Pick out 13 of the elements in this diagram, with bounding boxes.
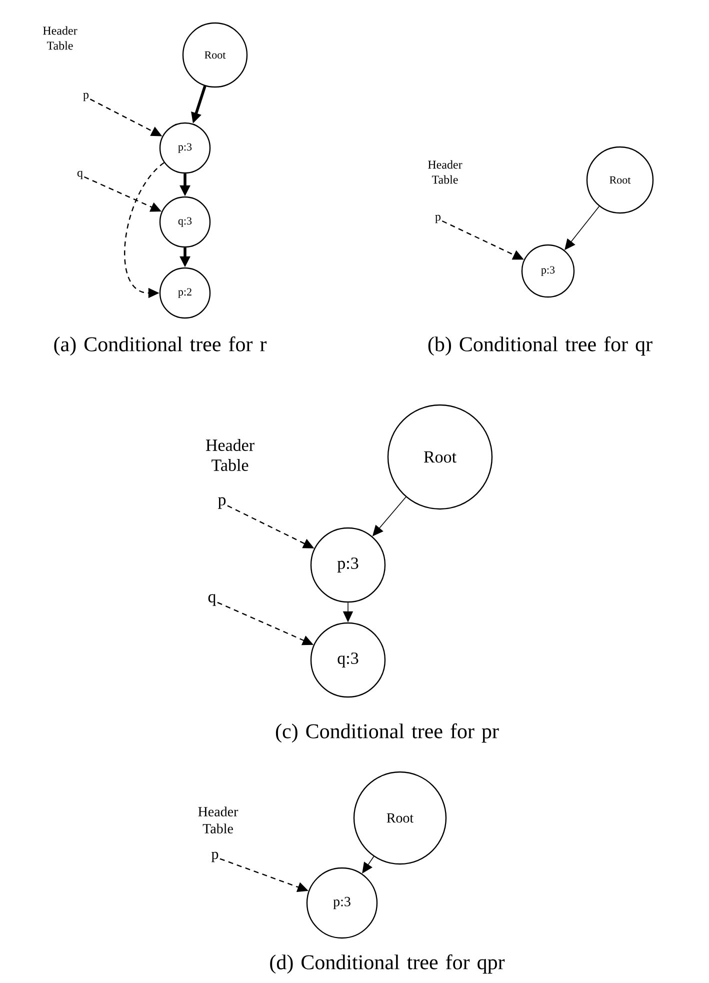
item-label: q bbox=[208, 594, 216, 606]
item-label: p bbox=[83, 92, 89, 102]
header-table-label: Header Table bbox=[206, 439, 254, 471]
caption: (b) Conditional tree for qr bbox=[428, 336, 652, 356]
header-table-label: Header Table bbox=[43, 26, 78, 50]
header-table-label: Header Table bbox=[198, 806, 238, 834]
item-label: p bbox=[435, 214, 441, 224]
item-label: q bbox=[77, 170, 83, 180]
item-label: p bbox=[218, 497, 226, 509]
caption: (c) Conditional tree for pr bbox=[276, 723, 499, 743]
header-table-label: Header Table bbox=[428, 160, 462, 184]
caption: (a) Conditional tree for r bbox=[54, 336, 267, 356]
item-label: p bbox=[211, 852, 218, 862]
